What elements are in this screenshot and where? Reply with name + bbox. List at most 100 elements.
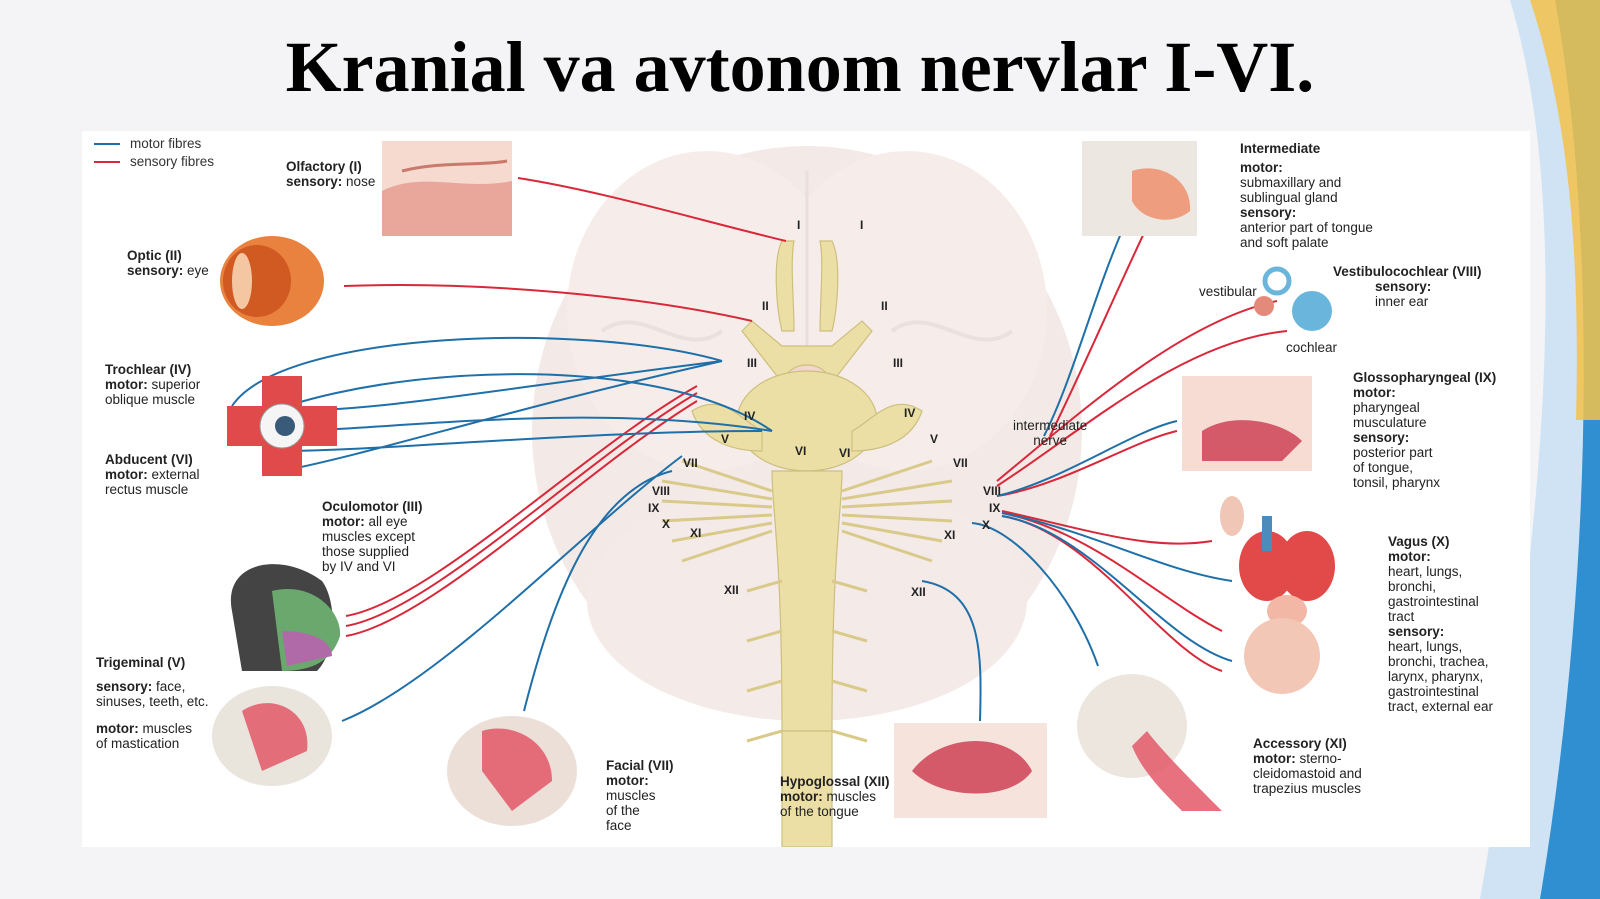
label-abducent: Abducent (VI) motor:external rectus musc… <box>105 452 200 497</box>
legend-motor-label: motor fibres <box>130 136 202 151</box>
intermediate-nerve-line2: nerve <box>1033 433 1068 448</box>
hypoglossal-name: Hypoglossal (XII) <box>780 774 890 789</box>
accessory-line: cleidomastoid and <box>1253 766 1362 781</box>
label-oculomotor: Oculomotor (III) motor:all eye muscles e… <box>322 499 423 574</box>
label-intermediate-nerve: intermediate nerve <box>1013 418 1087 448</box>
nerve-marker-XII-right: XII <box>911 585 926 599</box>
glossopharyngeal-sensory-line: posterior part <box>1353 445 1433 460</box>
label-intermediate: Intermediate motor: submaxillary and sub… <box>1240 141 1373 250</box>
trochlear-line2: oblique muscle <box>105 392 196 407</box>
abducent-motor-key: motor: <box>105 467 148 482</box>
trigeminal-name: Trigeminal (V) <box>96 655 186 670</box>
accessory-motor-key: motor: <box>1253 751 1296 766</box>
intermediate-nerve-line1: intermediate <box>1013 418 1088 433</box>
glossopharyngeal-sensory-key: sensory: <box>1353 430 1410 445</box>
intermediate-motor-line: sublingual gland <box>1240 190 1338 205</box>
face-muscles-illustration <box>447 716 577 826</box>
legend-sensory-swatch <box>94 161 120 164</box>
tongue-illustration <box>894 723 1047 818</box>
legend-motor-swatch <box>94 143 120 146</box>
glossopharyngeal-motor-line: musculature <box>1353 415 1427 430</box>
brainstem <box>691 240 923 847</box>
sensory-fibres <box>343 177 1288 672</box>
glossopharyngeal-sensory-line: tonsil, pharynx <box>1353 475 1441 490</box>
nerve-marker-I-right: I <box>860 218 864 232</box>
trigeminal-sensory-value: face, <box>156 679 186 694</box>
nerve-marker-V-left: V <box>721 432 730 446</box>
nerve-marker-III-right: III <box>893 356 904 370</box>
glossopharyngeal-name: Glossopharyngeal (IX) <box>1353 370 1497 385</box>
spinal-roots <box>661 459 953 743</box>
accessory-line: trapezius muscles <box>1253 781 1362 796</box>
olfactory-sensory-key: sensory: <box>286 174 343 189</box>
slide-title: Kranial va avtonom nervlar I-VI. <box>285 27 1315 107</box>
vestibulocochlear-sensory-key: sensory: <box>1375 279 1432 294</box>
nerve-marker-X-left: X <box>662 517 671 531</box>
label-hypoglossal: Hypoglossal (XII) motor:muscles of the t… <box>780 774 890 819</box>
vagus-motor-line: heart, lungs, <box>1388 564 1463 579</box>
nerve-marker-IX-left: IX <box>648 501 660 515</box>
vagus-motor-key: motor: <box>1388 549 1431 564</box>
nerve-marker-I-left: I <box>797 218 801 232</box>
salivary-gland-skull-illustration <box>1082 141 1197 236</box>
vagus-organs-illustration <box>1220 496 1335 694</box>
intermediate-name: Intermediate <box>1240 141 1321 156</box>
decorative-swoosh <box>1480 0 1600 899</box>
vagus-motor-line: tract <box>1388 609 1415 624</box>
vagus-motor-line: bronchi, <box>1388 579 1437 594</box>
abducent-name: Abducent (VI) <box>105 452 193 467</box>
hypoglossal-line2: of the tongue <box>780 804 859 819</box>
hypoglossal-motor-key: motor: <box>780 789 823 804</box>
nerve-marker-XII-left: XII <box>724 583 739 597</box>
nerve-marker-XI-right: XI <box>944 528 956 542</box>
hypoglossal-motor-value: muscles <box>826 789 877 804</box>
optic-name: Optic (II) <box>127 248 182 263</box>
oculomotor-line: muscles except <box>322 529 416 544</box>
optic-sensory-value: eye <box>187 263 209 278</box>
abducent-motor-value: external <box>151 467 200 482</box>
label-cochlear: cochlear <box>1286 340 1338 355</box>
intermediate-sensory-line: anterior part of tongue <box>1240 220 1373 235</box>
trigeminal-line4: of mastication <box>96 736 180 751</box>
nerve-marker-IV-left: IV <box>744 409 756 423</box>
nerve-marker-II-right: II <box>881 299 888 313</box>
label-olfactory: Olfactory (I) sensory:nose <box>286 159 375 189</box>
nerve-marker-VI-right: VI <box>839 446 851 460</box>
label-accessory: Accessory (XI) motor:sterno- cleidomasto… <box>1253 736 1362 796</box>
nerve-marker-III-left: III <box>747 356 758 370</box>
olfactory-sensory-value: nose <box>346 174 376 189</box>
oculomotor-name: Oculomotor (III) <box>322 499 423 514</box>
trigeminal-sensory-key: sensory: <box>96 679 153 694</box>
label-trochlear: Trochlear (IV) motor:superior oblique mu… <box>105 362 200 407</box>
oculomotor-motor-key: motor: <box>322 514 365 529</box>
nerve-marker-IX-right: IX <box>989 501 1001 515</box>
nerve-marker-VIII-right: VIII <box>983 484 1002 498</box>
label-facial: Facial (VII) motor: muscles of the face <box>606 758 674 833</box>
facial-line: muscles <box>606 788 656 803</box>
nerve-marker-VII-right: VII <box>953 456 968 470</box>
trochlear-name: Trochlear (IV) <box>105 362 192 377</box>
label-optic: Optic (II) sensory:eye <box>127 248 209 278</box>
vagus-name: Vagus (X) <box>1388 534 1450 549</box>
vagus-sensory-key: sensory: <box>1388 624 1445 639</box>
trochlear-motor-key: motor: <box>105 377 148 392</box>
optic-sensory-key: sensory: <box>127 263 184 278</box>
nerve-marker-IV-right: IV <box>904 406 916 420</box>
olfactory-name: Olfactory (I) <box>286 159 362 174</box>
intermediate-motor-key: motor: <box>1240 160 1283 175</box>
facial-line: face <box>606 818 632 833</box>
label-vagus: Vagus (X) motor: heart, lungs, bronchi, … <box>1388 534 1493 714</box>
vagus-sensory-line: bronchi, trachea, <box>1388 654 1489 669</box>
intermediate-sensory-line: and soft palate <box>1240 235 1329 250</box>
intermediate-motor-line: submaxillary and <box>1240 175 1342 190</box>
skull-mastication-illustration <box>212 686 332 786</box>
neck-muscles-illustration <box>1077 674 1222 811</box>
nerve-marker-VII-left: VII <box>683 456 698 470</box>
pharynx-illustration <box>1182 376 1312 471</box>
cranial-nerves-illustration <box>212 141 1335 847</box>
label-glossopharyngeal: Glossopharyngeal (IX) motor: pharyngeal … <box>1353 370 1496 490</box>
oculomotor-line: by IV and VI <box>322 559 396 574</box>
nerve-marker-V-right: V <box>930 432 939 446</box>
vestibulocochlear-sensory-value: inner ear <box>1375 294 1429 309</box>
glossopharyngeal-motor-line: pharyngeal <box>1353 400 1420 415</box>
